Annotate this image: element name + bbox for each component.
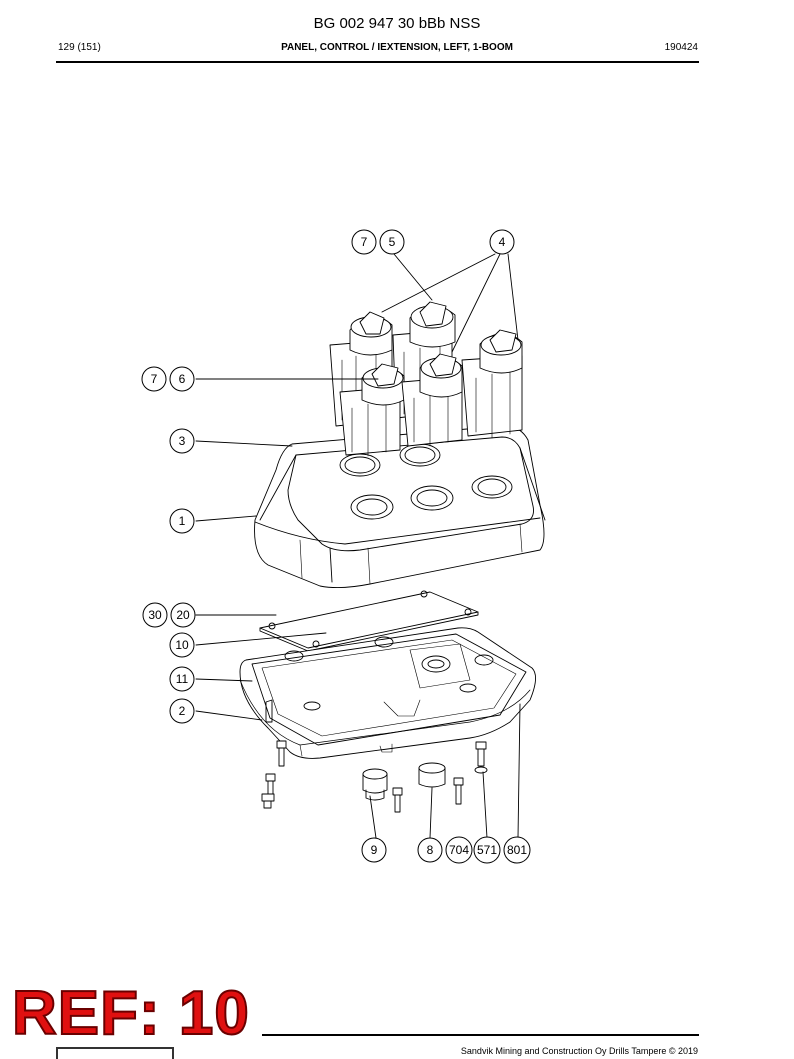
- callout-1: 1: [169, 508, 195, 534]
- svg-text:1: 1: [179, 514, 186, 528]
- callout-6: 6: [169, 366, 195, 392]
- leader-lines: [195, 253, 521, 839]
- callout-704: 704: [445, 836, 473, 864]
- callout-10: 10: [169, 632, 195, 658]
- svg-text:704: 704: [449, 843, 469, 857]
- callout-571: 571: [473, 836, 501, 864]
- svg-text:30: 30: [148, 608, 162, 622]
- footer-copyright: Sandvik Mining and Construction Oy Drill…: [460, 1046, 698, 1056]
- svg-text:7: 7: [151, 372, 158, 386]
- svg-text:2: 2: [179, 704, 186, 718]
- footer-rule: [262, 1034, 699, 1036]
- callout-801: 801: [503, 836, 531, 864]
- svg-text:3: 3: [179, 434, 186, 448]
- callout-4: 4: [489, 229, 515, 255]
- callouts: 7 5 4 7 6 3 1 30: [141, 229, 531, 864]
- company-logo: [56, 1047, 174, 1059]
- svg-text:6: 6: [179, 372, 186, 386]
- revision-date: 190424: [664, 42, 698, 53]
- callout-2: 2: [169, 698, 195, 724]
- svg-text:4: 4: [499, 235, 506, 249]
- page-title: PANEL, CONTROL / IEXTENSION, LEFT, 1-BOO…: [281, 42, 513, 53]
- callout-3: 3: [169, 428, 195, 454]
- svg-text:9: 9: [371, 843, 378, 857]
- svg-text:8: 8: [427, 843, 434, 857]
- svg-text:801: 801: [507, 843, 527, 857]
- callout-30: 30: [142, 602, 168, 628]
- callout-7-mid: 7: [141, 366, 167, 392]
- callout-20: 20: [170, 602, 196, 628]
- page-number: 129 (151): [58, 42, 101, 53]
- svg-text:7: 7: [361, 235, 368, 249]
- base-tray: [239, 627, 536, 759]
- panel-housing: [254, 425, 546, 589]
- callout-7-top: 7: [351, 229, 377, 255]
- ref-stamp: REF: 10: [11, 979, 250, 1048]
- svg-text:20: 20: [176, 608, 190, 622]
- selector-switches: [329, 301, 523, 457]
- document-number: BG 002 947 30 bBb NSS: [313, 15, 481, 32]
- svg-text:571: 571: [477, 843, 497, 857]
- header-rule: [56, 61, 699, 63]
- svg-text:11: 11: [176, 672, 189, 686]
- fasteners: [261, 740, 488, 813]
- callout-9: 9: [361, 837, 387, 863]
- callout-5: 5: [379, 229, 405, 255]
- svg-text:5: 5: [389, 235, 396, 249]
- svg-text:10: 10: [175, 638, 189, 652]
- callout-11: 11: [169, 666, 195, 692]
- callout-8: 8: [417, 837, 443, 863]
